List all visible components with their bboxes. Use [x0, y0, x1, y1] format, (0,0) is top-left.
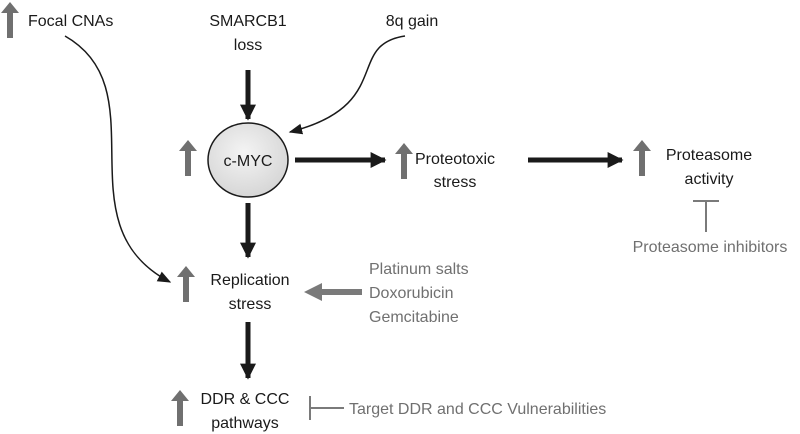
cmyc-label: c-MYC	[224, 153, 273, 170]
drug-doxorubicin-label: Doxorubicin	[369, 285, 453, 302]
drug-gemcitabine-label: Gemcitabine	[369, 309, 459, 326]
ddr-label-line2: pathways	[211, 415, 279, 432]
arrow-focal-cnas-to-replication	[64, 35, 172, 283]
focal-cnas-label: Focal CNAs	[28, 13, 113, 30]
up-arrow-icon-replication	[177, 266, 195, 302]
inhibition-bar-proteasome	[693, 200, 719, 232]
arrow-8q-to-cmyc	[288, 35, 406, 135]
inhibition-bar-ddr	[309, 396, 344, 420]
cmyc-node	[207, 122, 289, 198]
smarcb1-label-line2: loss	[234, 37, 262, 54]
proteotoxic-label-line1: Proteotoxic	[415, 151, 495, 168]
up-arrow-icon-ddr	[171, 390, 189, 426]
proteasome-inhibitors-label: Proteasome inhibitors	[633, 239, 788, 256]
up-arrow-icon-focal-cnas	[1, 2, 19, 38]
drug-platinum-label: Platinum salts	[369, 261, 469, 278]
replication-label-line2: stress	[229, 296, 272, 313]
up-arrow-icon-cmyc	[179, 140, 197, 176]
smarcb1-label-line1: SMARCB1	[209, 13, 286, 30]
proteasome-label-line1: Proteasome	[666, 147, 752, 164]
proteasome-label-line2: activity	[685, 171, 734, 188]
replication-label-line1: Replication	[210, 272, 289, 289]
target-ddr-label: Target DDR and CCC Vulnerabilities	[349, 401, 606, 418]
8q-gain-label: 8q gain	[386, 13, 439, 30]
proteotoxic-label-line2: stress	[434, 174, 477, 191]
up-arrow-icon-proteasome	[633, 140, 651, 176]
up-arrow-icon-proteotoxic	[395, 143, 413, 179]
ddr-label-line1: DDR & CCC	[201, 391, 290, 408]
arrow-drugs-to-replication	[304, 283, 362, 301]
